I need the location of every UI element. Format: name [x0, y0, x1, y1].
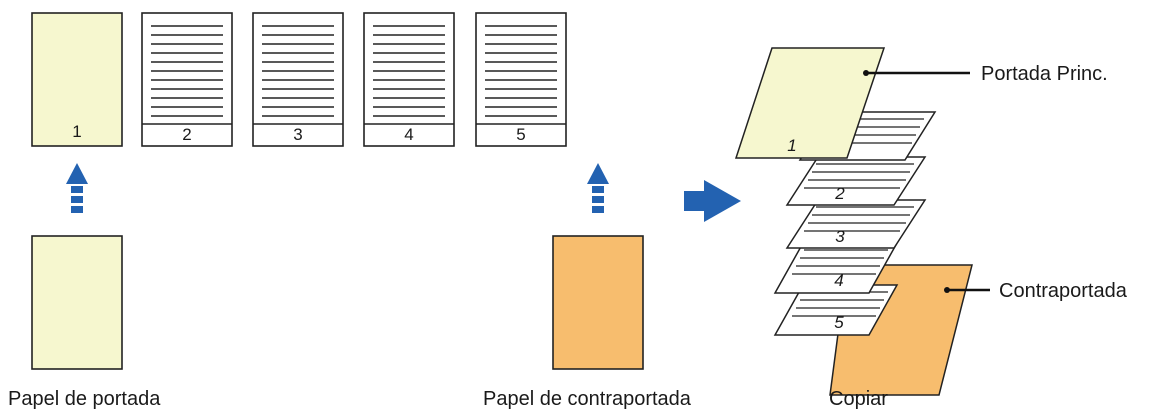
- dashed-up-arrow-icon: [587, 163, 609, 213]
- page-number: 1: [787, 136, 796, 155]
- front-cover-sheet: 1: [734, 47, 886, 159]
- back-cover-paper-label: Papel de contraportada: [483, 388, 692, 410]
- back-cover-label: Contraportada: [999, 280, 1128, 302]
- original-page-4: 4: [363, 12, 455, 147]
- cover-paper-sheet: [31, 235, 123, 370]
- original-page-3: 3: [252, 12, 344, 147]
- front-cover-callout: [863, 70, 970, 76]
- dashed-up-arrow-icon: [66, 163, 88, 213]
- copy-label: Copiar: [829, 388, 888, 410]
- page-number: 2: [182, 125, 191, 144]
- original-page-5: 5: [475, 12, 567, 147]
- back-cover-callout: [944, 287, 990, 293]
- copy-page-5: 5: [773, 284, 899, 336]
- copy-output-stack: 5 4 3: [734, 47, 973, 396]
- page-number: 5: [834, 313, 844, 332]
- copy-page-3: 3: [785, 199, 927, 249]
- page-number: 1: [72, 122, 81, 141]
- original-page-2: 2: [141, 12, 233, 147]
- original-page-1: 1: [31, 12, 123, 147]
- page-number: 5: [516, 125, 525, 144]
- page-number: 2: [834, 184, 845, 203]
- page-number: 4: [404, 125, 413, 144]
- right-arrow-icon: [684, 180, 741, 222]
- page-number: 4: [834, 271, 843, 290]
- cover-paper-label: Papel de portada: [8, 388, 161, 410]
- back-cover-paper-sheet: [552, 235, 644, 370]
- copy-page-2: 2: [785, 156, 927, 206]
- page-number: 3: [835, 227, 845, 246]
- front-cover-label: Portada Princ.: [981, 63, 1108, 85]
- page-number: 3: [293, 125, 302, 144]
